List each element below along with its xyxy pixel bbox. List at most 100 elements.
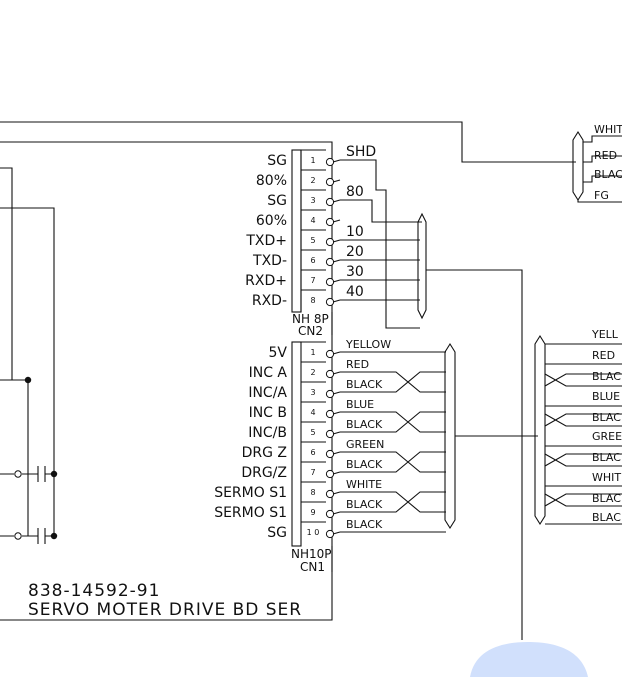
connector_cn1-wire-label: RED: [346, 358, 369, 371]
connector_cn1-wire-label: BLACK: [346, 498, 383, 511]
connector-cn2: NH 8P CN2: [291, 149, 333, 338]
connector_cn1-pin-row: SERMO S1 9 BLACK: [214, 498, 383, 521]
connector_cn1-signal-label: SERMO S1: [214, 485, 287, 501]
connector_cn1-pin-row: INC/A 3 BLACK: [248, 378, 383, 401]
connector_cn2-signal-label: 80%: [256, 173, 287, 189]
connector_cn1-pin-number: 8: [310, 488, 315, 497]
connector_cn2-pin-row: 80% 2: [256, 169, 341, 189]
right-cable-top: [572, 130, 622, 203]
connector_cn2-pin-row: SG 1 SHD: [267, 144, 376, 169]
cn2-type-label: NH 8P: [292, 312, 329, 326]
pin-lead: [332, 531, 341, 535]
connector_cn1-pin-number: 6: [310, 448, 315, 457]
connector_cn2-signal-label: RXD+: [245, 273, 287, 289]
connector_cn1-pin-number: 4: [310, 408, 315, 417]
right-cable-wire-label: RED: [592, 349, 615, 362]
connector_cn2-pin-row: RXD+730: [245, 264, 364, 289]
connector_cn1-signal-label: SG: [267, 525, 287, 541]
cn2-wiring: [340, 159, 523, 640]
connector_cn1-pin-row: SG 1 0 BLACK: [267, 518, 383, 541]
right-cable-wire-label: BLUE: [592, 390, 620, 403]
cn1-wiring: [340, 342, 538, 533]
connector_cn2-wire-label: 80: [346, 184, 364, 200]
cn1-type-label: NH10P: [291, 547, 332, 561]
connector_cn1-pin-number: 5: [310, 428, 315, 437]
connector_cn2-wire-label: 30: [346, 264, 364, 280]
connector_cn2-wire-label: SHD: [346, 144, 376, 160]
board-name: SERVO MOTER DRIVE BD SER: [28, 600, 302, 620]
pin-terminal-icon: [325, 177, 335, 187]
connector_cn1-pin-number: 3: [310, 388, 315, 397]
connector_cn2-signal-label: SG: [267, 153, 287, 169]
pin-lead: [332, 239, 341, 243]
connector_cn1-wire-label: BLACK: [346, 518, 383, 531]
right-cable-wire-label: BLAC: [592, 370, 621, 383]
pin-lead: [332, 279, 341, 283]
right-cable-wire-label: BLAC: [592, 411, 621, 424]
connector_cn1-wire-label: BLUE: [346, 398, 374, 411]
overlay-bubble: [470, 642, 588, 677]
right-cable-bottom: [534, 334, 622, 526]
pin-lead: [332, 259, 341, 263]
connector_cn1-signal-label: INC/B: [248, 425, 287, 441]
connector_cn2-pin-row: RXD- 8 40: [252, 284, 364, 309]
connector_cn2-pin-row: SG 3 80: [267, 184, 364, 209]
connector_cn2-pin-number: 3: [310, 196, 315, 205]
pin-lead: [332, 351, 341, 355]
pin-lead: [332, 391, 341, 395]
pin-terminal-icon: [325, 509, 335, 519]
pin-lead: [332, 471, 341, 475]
pin-terminal-icon: [325, 197, 335, 207]
right-cable-wire-label: FG: [594, 189, 609, 202]
pin-terminal-icon: [325, 217, 335, 227]
connector_cn1-pin-number: 9: [310, 508, 315, 517]
pin-terminal-icon: [325, 297, 335, 307]
connector_cn2-pin-number: 1: [310, 156, 315, 165]
connector_cn1-signal-label: DRG Z: [242, 445, 287, 461]
connector_cn2-pin-number: 5: [310, 236, 315, 245]
pin-terminal-icon: [325, 429, 335, 439]
connector_cn2-pin-number: 8: [310, 296, 315, 305]
right-cable-wire-label: WHIT: [594, 123, 622, 136]
connector_cn2-pin-number: 6: [310, 256, 315, 265]
board-outline: [0, 121, 576, 621]
connector_cn2-signal-label: SG: [267, 193, 287, 209]
right-cable-wire-label: RED: [594, 149, 617, 162]
connector_cn1-wire-label: BLACK: [346, 378, 383, 391]
right-cable-wire-label: BLAC: [592, 451, 621, 464]
pin-lead: [332, 299, 341, 303]
cn1-name: CN1: [300, 560, 325, 574]
connector_cn1-pin-number: 1: [310, 348, 315, 357]
connector_cn2-wire-label: 40: [346, 284, 364, 300]
pin-lead: [332, 411, 341, 415]
connector_cn2-wire-label: 20: [346, 244, 364, 260]
pin-lead: [332, 431, 341, 435]
board-part-number: 838-14592-91: [28, 581, 160, 601]
pin-terminal-icon: [325, 389, 335, 399]
connector_cn1-signal-label: INC A: [249, 365, 288, 381]
connector_cn1-signal-label: SERMO S1: [214, 505, 287, 521]
connector_cn1-wire-label: BLACK: [346, 458, 383, 471]
connector_cn2-wire-label: 10: [346, 224, 364, 240]
pin-terminal-icon: [325, 157, 335, 167]
connector_cn1-signal-label: INC/A: [248, 385, 287, 401]
pin-lead: [332, 179, 341, 183]
pin-lead: [332, 451, 341, 455]
connector_cn2-pin-row: TXD- 6 20: [252, 244, 364, 269]
connector_cn2-signal-label: TXD-: [252, 253, 287, 269]
pin-terminal-icon: [325, 349, 335, 359]
connector_cn1-pin-number: 1 0: [307, 528, 320, 537]
connector_cn1-wire-label: GREEN: [346, 438, 384, 451]
connector_cn2-signal-label: TXD+: [245, 233, 287, 249]
right-cable-wire-label: BLAC: [594, 168, 622, 181]
connector_cn1-pin-number: 7: [310, 468, 315, 477]
connector_cn2-pin-number: 2: [310, 176, 315, 185]
connector_cn1-pin-row: DRG Z 6 GREEN: [242, 438, 385, 461]
connector_cn2-signal-label: RXD-: [252, 293, 287, 309]
